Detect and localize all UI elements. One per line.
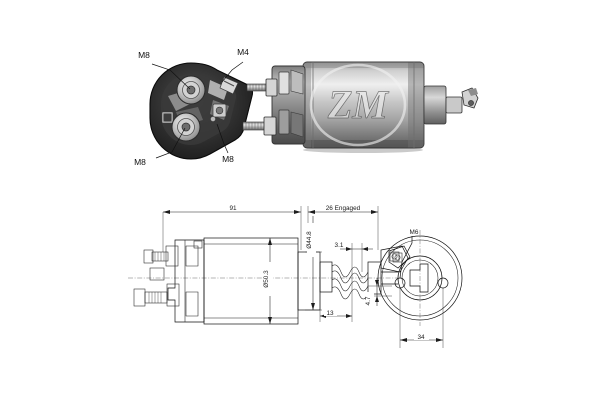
dim-13-text-bg <box>324 308 337 316</box>
leader-m8-lower-right <box>216 123 229 154</box>
dim-plunger-step-group: 3.1 <box>332 240 373 272</box>
leader-m6 <box>399 236 413 279</box>
callout-m6-group: M6 <box>399 229 419 279</box>
arrow-47-bottom <box>375 296 379 302</box>
plunger-fork-pin-hole <box>468 100 474 106</box>
drawing-nut-lower <box>133 288 146 307</box>
arrow-26-right <box>371 210 378 214</box>
arrow-31-left <box>346 247 352 251</box>
leader-m4 <box>221 61 244 83</box>
plunger-shaft <box>445 96 463 114</box>
plunger-boss <box>423 85 447 125</box>
dim-503-text-bg <box>264 262 273 296</box>
leader-m8-lower-left <box>155 127 186 159</box>
front-view-callout-leaders <box>151 61 244 159</box>
internal-bracket-c <box>208 80 228 100</box>
return-spring <box>331 264 369 300</box>
arrow-91-right <box>294 210 301 214</box>
solenoid-body-can <box>303 62 424 148</box>
dim-31-text-bg <box>332 240 346 248</box>
end-view <box>377 230 463 326</box>
body-drop-shadow <box>303 147 423 153</box>
terminal-stud-lower-ring <box>171 112 201 142</box>
stud-upper-nut <box>265 78 278 97</box>
cap-block-outline <box>167 239 205 323</box>
photo-panel: M8 M4 M8 M8 <box>134 47 479 167</box>
dim-shaft-length: 13 <box>326 310 334 317</box>
dim-448-text-bg <box>307 223 316 257</box>
drawing-panel: 91 26 Engaged <box>128 203 463 348</box>
terminal-stud-upper-ring <box>176 75 206 105</box>
drawing-nut-upper <box>143 249 154 264</box>
dim-lever-thickness-group: 4.7 <box>365 278 392 310</box>
fork-lever-hole <box>391 253 398 260</box>
front-face-view <box>149 62 254 160</box>
arrow-448-bottom <box>311 303 315 310</box>
plunger-fork-shadow <box>468 88 478 96</box>
dim-overall-length: 91 <box>229 205 237 212</box>
terminal-m8-lower-right-hole <box>215 106 224 115</box>
arrow-34-left <box>400 338 407 342</box>
small-plate-left-hole <box>163 113 172 122</box>
dim-engaged-stroke: 26 Engaged <box>326 205 361 212</box>
terminal-stud-lower-thread <box>181 122 191 132</box>
cap-bracket-lower <box>290 111 304 138</box>
arrow-503-top <box>268 238 272 245</box>
arrow-26-left <box>308 210 315 214</box>
callout-m4-upper-right: M4 <box>237 47 249 57</box>
dim-overall-length-group: 91 <box>162 203 302 252</box>
cap-contact-plate-lower <box>278 109 290 135</box>
drawing-terminal-body-upper <box>165 245 179 267</box>
plunger-end-block <box>367 261 382 295</box>
cap-detail-lower <box>185 291 199 317</box>
stud-lower-threads <box>245 122 262 130</box>
terminal-m4-slot <box>223 80 235 87</box>
dim-bolt-spacing: 34 <box>417 334 425 341</box>
dim-34-text-bg <box>414 332 429 340</box>
arrow-13-right <box>346 314 352 318</box>
dim-bolt-spacing-group: 34 <box>399 288 444 348</box>
fork-lever-hole-square <box>389 251 400 262</box>
callout-m8-upper-left: M8 <box>138 50 150 60</box>
cap-contact-plate-upper <box>278 71 290 95</box>
dim-flange-diameter: Ø44.8 <box>306 231 313 249</box>
dim-shaft-length-group: 13 <box>319 272 353 322</box>
arrow-503-bottom <box>268 317 272 324</box>
end-view-lug-hole <box>394 254 401 261</box>
drawing-stud-lower-threads <box>148 292 162 303</box>
leader-m8-upper-left <box>151 63 191 90</box>
dim-body-diameter-group: Ø50.3 <box>263 238 273 324</box>
zm-watermark: ZM <box>309 63 407 147</box>
arrow-91-left <box>163 210 170 214</box>
dim-91-text-bg <box>224 203 242 211</box>
drawing-stud-upper <box>151 251 169 262</box>
dim-26-text-bg <box>318 203 368 211</box>
cap-corner-square <box>193 240 203 249</box>
callout-m8-lower-left: M8 <box>134 157 146 167</box>
end-view-lug-square <box>392 252 403 263</box>
cap-bracket-upper <box>290 69 304 95</box>
dim-body-diameter: Ø50.3 <box>263 270 270 288</box>
stud-lower-nut <box>263 116 277 136</box>
nose-collar <box>319 261 333 293</box>
arrow-31-right <box>362 247 368 251</box>
dim-lever-thickness: 4.7 <box>365 296 372 305</box>
side-profile-view: ZM <box>242 61 479 153</box>
stud-upper-threads <box>249 84 266 91</box>
zm-watermark-text: ZM <box>327 82 389 127</box>
drawing-middle-terminal <box>149 267 165 281</box>
end-view-lug-bracket <box>388 245 411 269</box>
dim-47-text-bg <box>366 292 374 310</box>
terminal-rivet <box>210 116 216 122</box>
callout-m8-lower-right: M8 <box>222 154 234 164</box>
arrow-34-right <box>436 338 443 342</box>
dim-plunger-step: 3.1 <box>335 242 344 249</box>
drawing-stud-upper-threads <box>154 252 165 261</box>
dim-flange-diameter-group: Ø44.8 <box>305 216 322 311</box>
drawing-terminal-body-lower <box>166 283 180 307</box>
callout-m6-stud: M6 <box>410 229 419 236</box>
side-section-view <box>128 237 409 325</box>
